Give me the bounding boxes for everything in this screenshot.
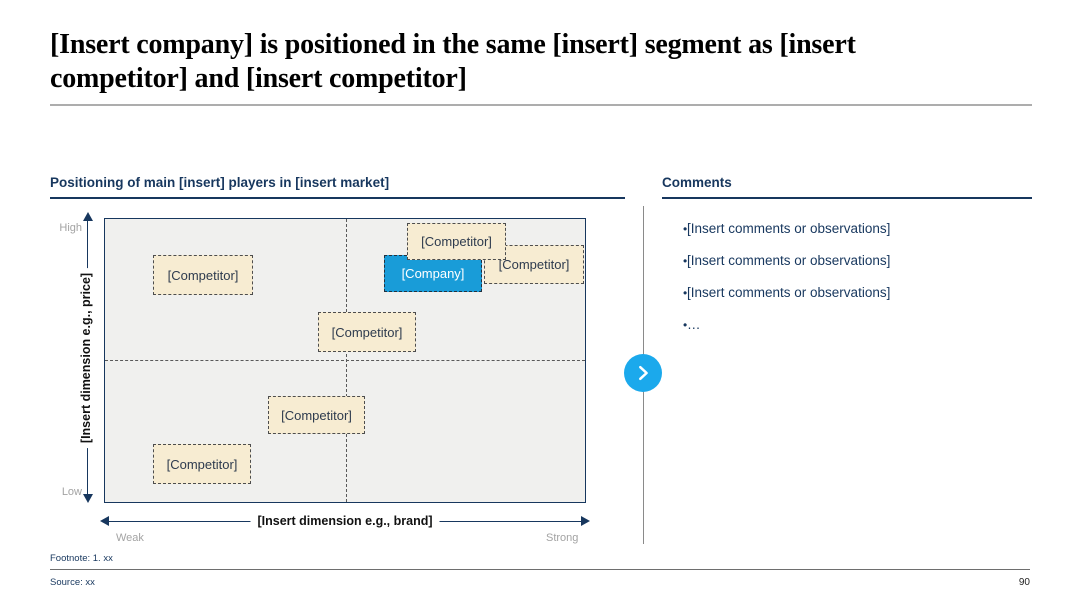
matrix-plot: [Competitor][Competitor][Competitor][Com… — [104, 218, 586, 503]
y-axis-arrowhead-down — [83, 494, 93, 503]
comments-rule — [662, 197, 1032, 199]
comment-text: … — [687, 317, 701, 332]
x-axis-arrowhead-right — [581, 516, 590, 526]
comment-item: •[Insert comments or observations] — [662, 285, 1032, 301]
y-axis-arrowhead-up — [83, 212, 93, 221]
bullet-icon: • — [683, 222, 688, 236]
comment-item: •… — [662, 317, 1032, 333]
page-title: [Insert company] is positioned in the sa… — [50, 29, 856, 94]
comment-text: [Insert comments or observations] — [687, 253, 891, 268]
competitor-box: [Competitor] — [153, 444, 251, 484]
y-axis-label: [Insert dimension e.g., price] — [76, 267, 96, 449]
title-divider — [50, 104, 1032, 106]
comment-item: •[Insert comments or observations] — [662, 253, 1032, 269]
bullet-icon: • — [683, 254, 688, 268]
company-box: [Company] — [384, 255, 482, 292]
competitor-box: [Competitor] — [268, 396, 365, 434]
comments-heading: Comments — [662, 175, 732, 190]
source-note: Source: xx — [50, 577, 95, 588]
comment-text: [Insert comments or observations] — [687, 221, 891, 236]
footer-divider — [50, 569, 1030, 570]
x-axis-weak-label: Weak — [116, 532, 144, 544]
chart-section-heading: Positioning of main [insert] players in … — [50, 175, 390, 190]
competitor-box: [Competitor] — [318, 312, 416, 352]
y-axis-low-label: Low — [61, 486, 82, 498]
comment-text: [Insert comments or observations] — [687, 285, 891, 300]
chevron-right-icon — [634, 364, 652, 382]
chart-section-rule — [50, 197, 625, 199]
x-axis-label: [Insert dimension e.g., brand] — [250, 514, 440, 528]
footnote: Footnote: 1. xx — [50, 553, 113, 564]
competitor-box: [Competitor] — [484, 245, 584, 284]
bullet-icon: • — [683, 286, 688, 300]
y-axis-high-label: High — [59, 222, 82, 234]
competitor-box: [Competitor] — [153, 255, 253, 295]
competitor-box: [Competitor] — [407, 223, 506, 260]
comments-list: •[Insert comments or observations]•[Inse… — [662, 221, 1032, 349]
quadrant-horizontal-line — [105, 360, 585, 361]
x-axis-strong-label: Strong — [546, 532, 579, 544]
bullet-icon: • — [683, 318, 688, 332]
x-axis-arrowhead-left — [100, 516, 109, 526]
comment-item: •[Insert comments or observations] — [662, 221, 1032, 237]
page-number: 90 — [1018, 577, 1030, 588]
next-arrow-badge — [624, 354, 662, 392]
